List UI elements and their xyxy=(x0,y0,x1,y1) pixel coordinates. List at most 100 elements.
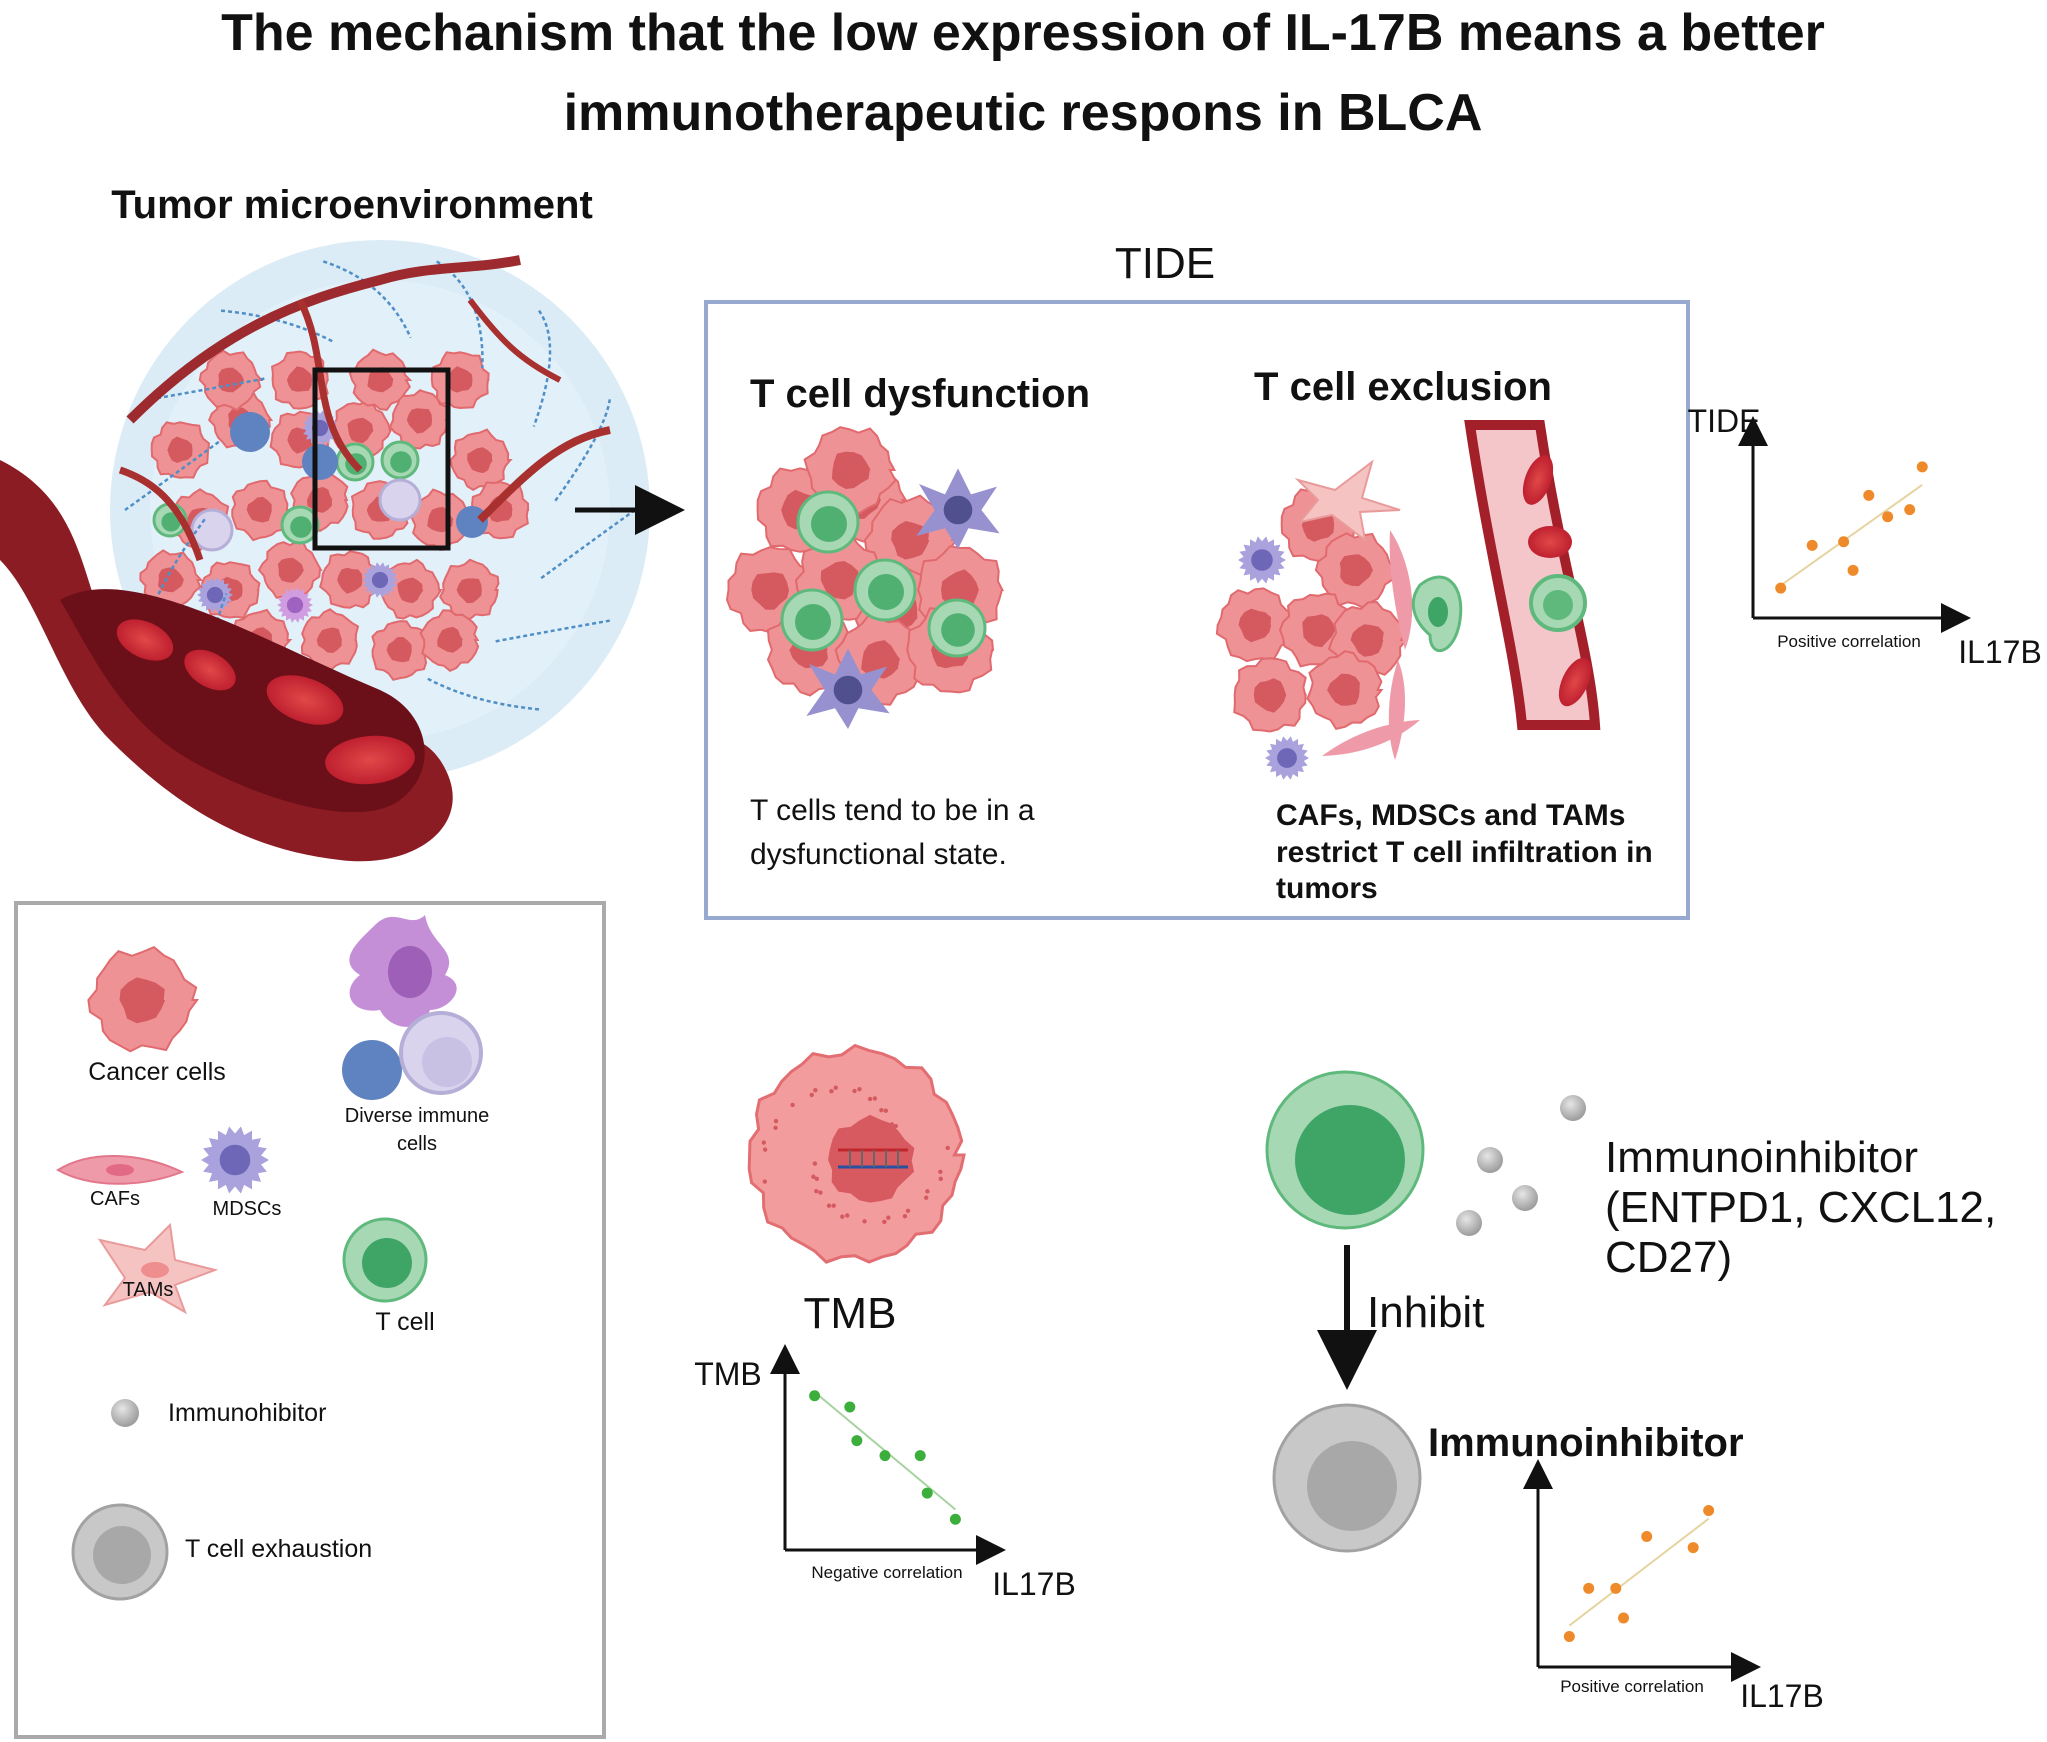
immunoinhibitor-molecule-icon xyxy=(1477,1147,1503,1173)
trend-line xyxy=(1568,1517,1710,1627)
scatter-point xyxy=(879,1450,891,1462)
caf-icon xyxy=(1388,660,1406,760)
legend-t-cell-icon xyxy=(342,1217,428,1303)
x-axis-label: IL17B xyxy=(1958,634,2042,670)
legend-immunohibitor-icon xyxy=(111,1399,139,1427)
scatter-point xyxy=(1775,582,1787,594)
legend-cafs-label: CAFs xyxy=(90,1188,140,1210)
scatter-point xyxy=(1563,1630,1575,1642)
legend-tam-icon xyxy=(97,1222,219,1315)
t-cell-exclusion-illustration xyxy=(1215,420,1601,780)
correlation-caption: Positive correlation xyxy=(1560,1677,1704,1696)
cancer-cell-icon xyxy=(1233,657,1307,733)
legend-immunohibitor-label: Immunohibitor xyxy=(168,1399,326,1427)
scatter-point xyxy=(914,1450,926,1462)
correlation-caption: Negative correlation xyxy=(811,1563,962,1582)
cancer-cell-icon xyxy=(439,558,500,621)
caf-icon xyxy=(1322,720,1420,756)
scatter-point xyxy=(1610,1582,1622,1594)
legend-t-cell-label: T cell xyxy=(375,1308,434,1336)
immunoinhibitor-molecule-icon xyxy=(1456,1210,1482,1236)
exclusion-caption-line-1: CAFs, MDSCs and TAMs xyxy=(1276,799,1625,832)
t-cell-icon xyxy=(380,440,420,480)
tumor-microenvironment-illustration xyxy=(0,240,650,862)
tide-heading: TIDE xyxy=(1115,239,1215,288)
immunoinhibitor-label-line-3: CD27) xyxy=(1605,1233,1732,1282)
scatter-point xyxy=(1882,511,1894,523)
immunoinhibitor-exhausted-label: Immunoinhibitor xyxy=(1428,1421,1744,1465)
mdsc-icon xyxy=(277,587,313,623)
immunoinhibitor-label-line-1: Immunoinhibitor xyxy=(1605,1133,1918,1182)
immunoinhibitor-molecule-icon xyxy=(1560,1095,1586,1121)
t-cell-icon xyxy=(796,490,860,554)
mdsc-icon xyxy=(1265,736,1309,780)
legend-diverse-immune-label-2: cells xyxy=(397,1133,437,1155)
legend-exhausted-t-cell-icon xyxy=(71,1503,169,1601)
trend-line xyxy=(1780,484,1923,587)
scatter-point xyxy=(1904,504,1916,516)
active-t-cell-icon xyxy=(1265,1070,1425,1230)
inhibit-label: Inhibit xyxy=(1367,1288,1484,1337)
t-cell-dysfunction-title: T cell dysfunction xyxy=(750,372,1090,416)
dendritic-cell-icon xyxy=(806,648,890,729)
legend-diverse-immune-icon xyxy=(342,915,483,1100)
scatter-point xyxy=(1618,1612,1630,1624)
legend: Cancer cells Diverse immune cells CAFs M… xyxy=(56,915,489,1601)
dna-icon xyxy=(838,1148,908,1169)
scatter-point xyxy=(809,1390,821,1402)
scatter-point xyxy=(1838,536,1850,548)
exclusion-caption-line-2: restrict T cell infiltration in xyxy=(1276,836,1653,869)
cancer-cell-icon xyxy=(198,349,264,412)
legend-mdscs-label: MDSCs xyxy=(213,1198,282,1220)
legend-frame xyxy=(14,901,606,1739)
scatter-point xyxy=(1806,539,1818,551)
tam-icon xyxy=(1294,459,1401,543)
dysfunction-caption-line-1: T cells tend to be in a xyxy=(750,794,1035,827)
dysfunction-caption-line-2: dysfunctional state. xyxy=(750,838,1007,871)
cancer-cell-icon xyxy=(231,479,292,542)
legend-cancer-cells-label: Cancer cells xyxy=(88,1058,226,1086)
zoom-box xyxy=(312,367,451,551)
scatter-point xyxy=(1641,1530,1653,1542)
chart-tide-vs-il17b: IL17B TIDE Positive correlation xyxy=(1688,403,2042,670)
scatter-point xyxy=(851,1435,863,1447)
mdsc-icon xyxy=(362,562,398,598)
scatter-point xyxy=(1583,1582,1595,1594)
cancer-cell-icon xyxy=(348,348,413,411)
immunoinhibitor-label-line-2: (ENTPD1, CXCL12, xyxy=(1605,1183,1996,1232)
tmb-cancer-cell-illustration xyxy=(747,1043,966,1264)
t-cell-icon xyxy=(927,598,987,658)
cancer-cell-icon xyxy=(87,946,200,1053)
cancer-cell-icon xyxy=(300,608,360,672)
scatter-point xyxy=(1703,1505,1715,1517)
correlation-caption: Positive correlation xyxy=(1777,632,1921,651)
t-cell-icon xyxy=(280,505,320,545)
t-cell-icon xyxy=(780,588,844,652)
legend-t-cell-exhaustion-label: T cell exhaustion xyxy=(185,1535,372,1563)
scatter-point xyxy=(1687,1542,1699,1554)
scatter-point xyxy=(1916,461,1928,473)
mdsc-icon xyxy=(197,577,233,613)
legend-cancer-cell-icon xyxy=(87,946,200,1053)
immunoinhibitor-molecule-icon xyxy=(1512,1185,1538,1211)
tmb-label: TMB xyxy=(804,1289,897,1338)
title-line-2: immunotherapeutic respons in BLCA xyxy=(564,84,1483,142)
title-line-1: The mechanism that the low expression of… xyxy=(221,4,1825,62)
scatter-point xyxy=(844,1401,856,1413)
mdsc-icon xyxy=(201,1126,269,1194)
scatter-point xyxy=(1847,564,1859,576)
cancer-cell-icon xyxy=(327,399,393,460)
scatter-point xyxy=(921,1487,933,1499)
y-axis-label: TMB xyxy=(694,1356,762,1392)
tide-frame xyxy=(704,300,1690,920)
y-axis-label: TIDE xyxy=(1688,403,1761,439)
cancer-cell-icon xyxy=(139,549,204,612)
cancer-cell-icon xyxy=(419,609,480,672)
scatter-point xyxy=(1863,489,1875,501)
cancer-cell-icon xyxy=(1215,587,1296,663)
cancer-cell-icon xyxy=(257,540,323,601)
macrophage-icon xyxy=(1411,575,1463,653)
x-axis-label: IL17B xyxy=(1740,1678,1824,1714)
